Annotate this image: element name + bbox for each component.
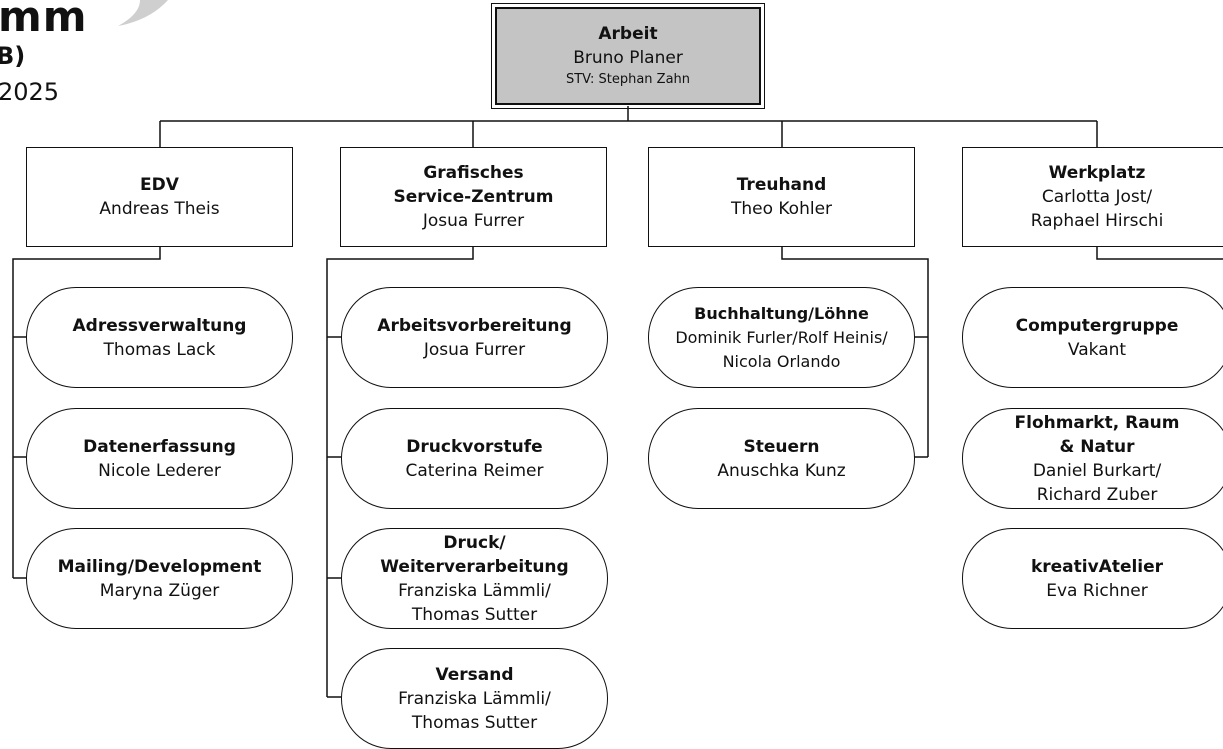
unit-box-flohmarkt-raum-natur: Flohmarkt, Raum & Natur Daniel Burkart/ …	[962, 408, 1223, 509]
header-subtitle: B)	[0, 42, 26, 70]
dept-box-werkplatz: Werkplatz Carlotta Jost/ Raphael Hirschi	[962, 147, 1223, 247]
dept-title-line2: Service-Zentrum	[393, 187, 554, 207]
root-box-arbeit: Arbeit Bruno Planer STV: Stephan Zahn	[491, 3, 765, 109]
unit-box-arbeitsvorbereitung: Arbeitsvorbereitung Josua Furrer	[341, 287, 608, 388]
unit-title-line2: & Natur	[1059, 436, 1135, 457]
unit-box-druckvorstufe: Druckvorstufe Caterina Reimer	[341, 408, 608, 509]
unit-title: Adressverwaltung	[72, 315, 247, 336]
unit-lead: Eva Richner	[1046, 580, 1148, 601]
dept-box-edv: EDV Andreas Theis	[26, 147, 293, 247]
unit-box-steuern: Steuern Anuschka Kunz	[648, 408, 915, 509]
unit-title: Druckvorstufe	[406, 436, 543, 457]
dept-lead-line2: Raphael Hirschi	[1030, 211, 1164, 231]
unit-title-line1: Flohmarkt, Raum	[1014, 412, 1180, 433]
unit-lead: Vakant	[1067, 339, 1127, 360]
unit-box-buchhaltung-loehne: Buchhaltung/Löhne Dominik Furler/Rolf He…	[648, 287, 915, 388]
decorative-swoosh	[118, 0, 168, 26]
unit-lead: Josua Furrer	[423, 339, 526, 360]
unit-lead-line1: Dominik Furler/Rolf Heinis/	[675, 327, 888, 347]
unit-title-line1: Druck/	[443, 532, 506, 553]
dept-lead-line1: Carlotta Jost/	[1041, 187, 1153, 207]
unit-box-datenerfassung: Datenerfassung Nicole Lederer	[26, 408, 293, 509]
unit-lead-line1: Daniel Burkart/	[1032, 460, 1162, 481]
root-title: Arbeit	[598, 24, 658, 44]
unit-title: Datenerfassung	[83, 436, 236, 457]
unit-box-adressverwaltung: Adressverwaltung Thomas Lack	[26, 287, 293, 388]
root-lead: Bruno Planer	[573, 48, 683, 68]
unit-lead: Anuschka Kunz	[717, 460, 846, 481]
dept-title: EDV	[140, 175, 179, 195]
dept-lead: Theo Kohler	[730, 199, 833, 219]
unit-title: Buchhaltung/Löhne	[694, 303, 869, 323]
unit-box-kreativatelier: kreativAtelier Eva Richner	[962, 528, 1223, 629]
unit-lead-line2: Nicola Orlando	[722, 351, 841, 371]
unit-title: Steuern	[743, 436, 820, 457]
header-date: 2025	[0, 78, 60, 106]
unit-title-line2: Weiterverarbeitung	[380, 556, 569, 577]
unit-lead-line2: Thomas Sutter	[411, 604, 538, 625]
unit-lead: Nicole Lederer	[98, 460, 221, 481]
unit-box-mailing-development: Mailing/Development Maryna Züger	[26, 528, 293, 629]
unit-title: Computergruppe	[1015, 315, 1179, 336]
dept-title: Werkplatz	[1048, 163, 1146, 183]
unit-box-computergruppe: Computergruppe Vakant	[962, 287, 1223, 388]
unit-lead: Maryna Züger	[99, 580, 220, 601]
dept-title: Treuhand	[736, 175, 827, 195]
unit-box-versand: Versand Franziska Lämmli/ Thomas Sutter	[341, 648, 608, 749]
dept-lead: Andreas Theis	[99, 199, 220, 219]
unit-lead-line2: Richard Zuber	[1036, 484, 1158, 505]
dept-lead: Josua Furrer	[422, 211, 525, 231]
unit-title: Mailing/Development	[57, 556, 262, 577]
unit-title: Versand	[435, 664, 514, 685]
unit-lead: Caterina Reimer	[405, 460, 544, 481]
dept-box-gsz: Grafisches Service-Zentrum Josua Furrer	[340, 147, 607, 247]
unit-title: kreativAtelier	[1030, 556, 1164, 577]
unit-lead-line1: Franziska Lämmli/	[398, 580, 551, 601]
unit-title: Arbeitsvorbereitung	[377, 315, 572, 336]
unit-box-druck-weiterverarbeitung: Druck/ Weiterverarbeitung Franziska Lämm…	[341, 528, 608, 629]
unit-lead-line1: Franziska Lämmli/	[398, 688, 551, 709]
unit-lead: Thomas Lack	[103, 339, 216, 360]
dept-box-treuhand: Treuhand Theo Kohler	[648, 147, 915, 247]
header-title: mm	[0, 0, 88, 41]
unit-lead-line2: Thomas Sutter	[411, 712, 538, 733]
dept-title-line1: Grafisches	[423, 163, 524, 183]
root-deputy: STV: Stephan Zahn	[565, 72, 691, 87]
